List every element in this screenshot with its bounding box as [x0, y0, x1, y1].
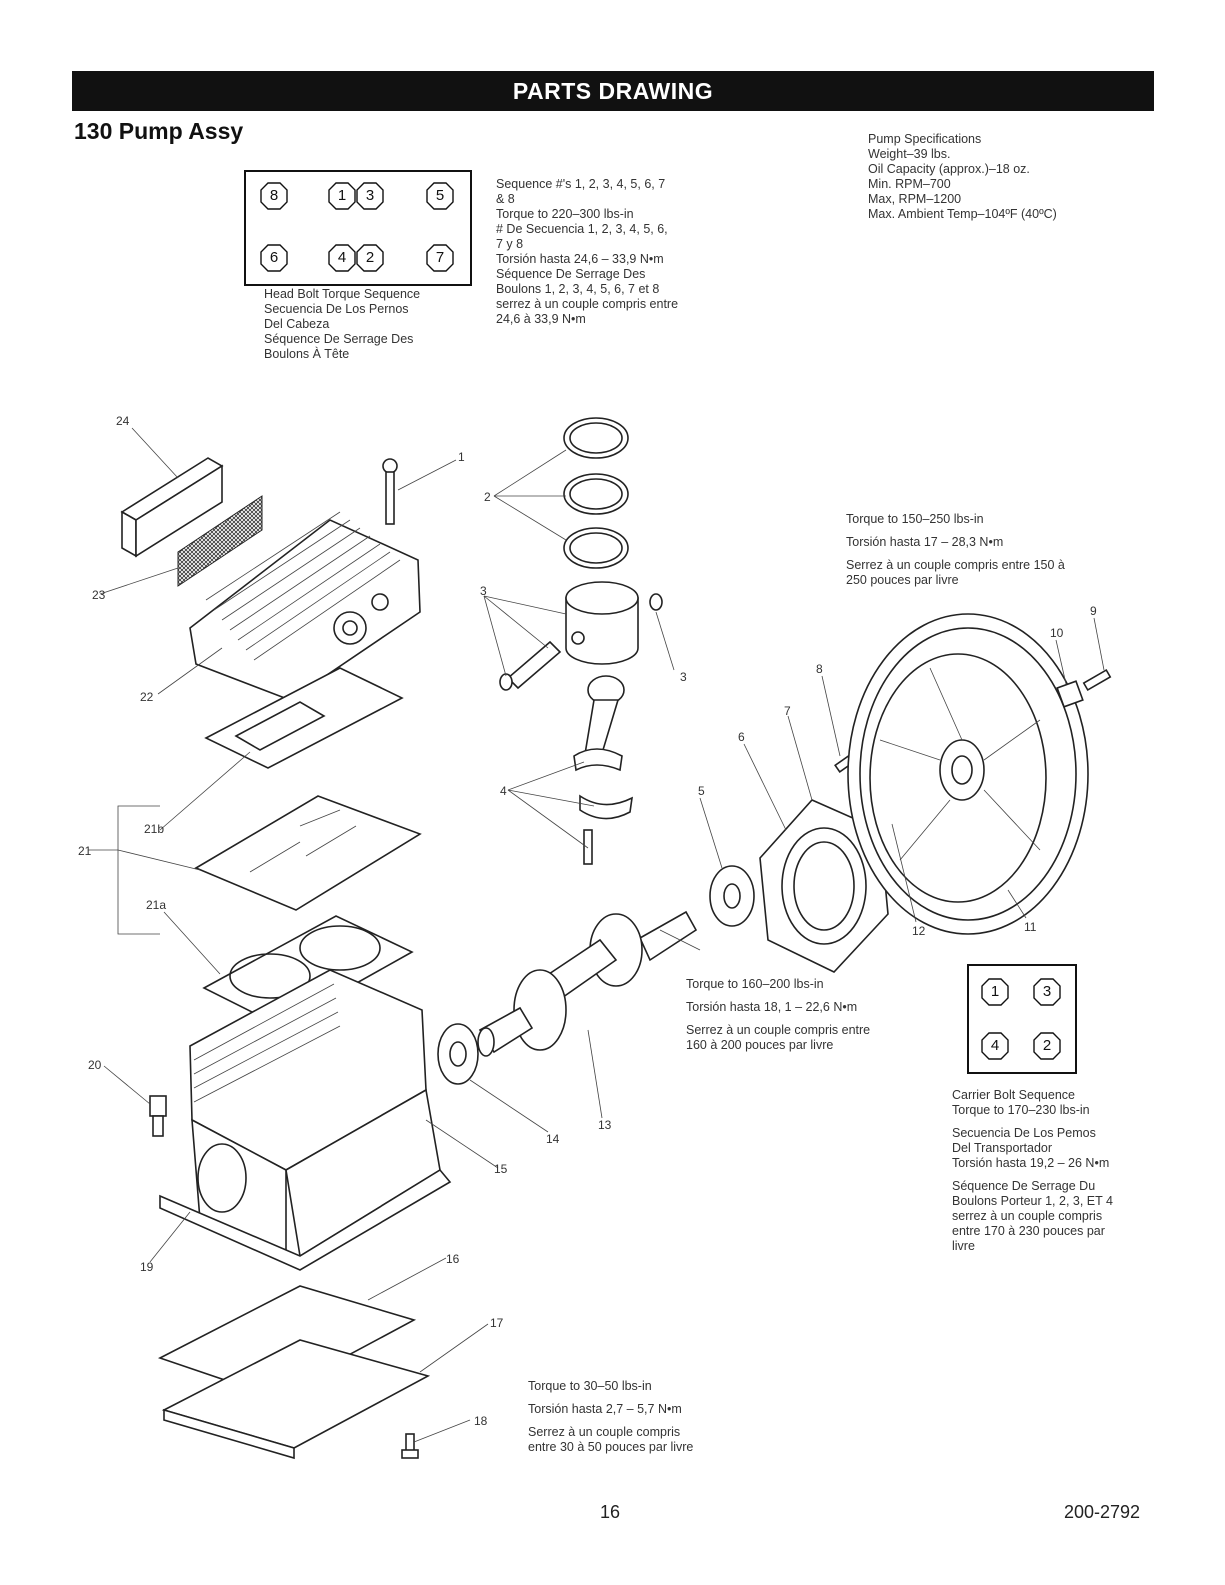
head-bolt-sequence-box: 8 1 3 5 6 4 2 7 — [244, 170, 472, 286]
callout-22: 22 — [140, 690, 154, 704]
callout-6: 6 — [738, 730, 745, 744]
callout-1: 1 — [458, 450, 465, 464]
flywheel-bolt-9-10 — [1056, 668, 1112, 708]
head-bolt-3: 3 — [356, 182, 384, 210]
bolt-18 — [401, 1433, 419, 1459]
page-title: 130 Pump Assy — [74, 118, 244, 144]
base-plate-17 — [161, 1339, 431, 1460]
callout-12: 12 — [912, 924, 926, 938]
callout-21: 21 — [78, 844, 92, 858]
carrier-bolt-sequence-box: 1 3 4 2 — [967, 964, 1077, 1074]
crankcase-15 — [159, 969, 452, 1271]
head-bolt-1 — [382, 458, 398, 525]
callout-21b: 21b — [144, 822, 165, 836]
flywheel-11 — [847, 613, 1089, 935]
callout-3a: 3 — [480, 584, 487, 598]
carrier-bolt-2: 2 — [1033, 1032, 1061, 1060]
carrier-bolt-3: 3 — [1033, 978, 1061, 1006]
callout-23: 23 — [92, 588, 106, 602]
callout-9: 9 — [1090, 604, 1097, 618]
callout-13: 13 — [598, 1118, 612, 1132]
callout-18: 18 — [474, 1414, 488, 1428]
document-number: 200-2792 — [1064, 1502, 1141, 1522]
callout-16: 16 — [446, 1252, 460, 1266]
leader-lines — [88, 427, 1105, 1443]
callout-8: 8 — [816, 662, 823, 676]
callout-11: 11 — [1024, 920, 1037, 934]
bracket-21 — [117, 805, 160, 935]
callout-15: 15 — [494, 1162, 508, 1176]
valve-plate-21b — [194, 795, 422, 911]
head-bolt-5: 5 — [426, 182, 454, 210]
carrier-bolt-text: Carrier Bolt Sequence Torque to 170–230 … — [952, 1088, 1113, 1253]
callout-10: 10 — [1050, 626, 1064, 640]
callout-14: 14 — [546, 1132, 560, 1146]
callout-17: 17 — [490, 1316, 504, 1330]
callout-5: 5 — [698, 784, 705, 798]
pump-specifications: Pump Specifications Weight–39 lbs. Oil C… — [868, 132, 1057, 221]
piston-3 — [499, 581, 663, 691]
callout-20: 20 — [88, 1058, 102, 1072]
filter-element-24 — [120, 457, 224, 558]
callout-24: 24 — [116, 414, 130, 428]
callout-4: 4 — [500, 784, 507, 798]
head-bolt-6: 6 — [260, 244, 288, 272]
head-bolt-caption: Head Bolt Torque Sequence Secuencia De L… — [264, 287, 421, 361]
valve-gasket-22 — [204, 667, 404, 769]
head-bolt-1: 1 — [328, 182, 356, 210]
carrier-bolt-4: 4 — [981, 1032, 1009, 1060]
page-number: 16 — [600, 1502, 621, 1522]
sequence-torque-text: Sequence #'s 1, 2, 3, 4, 5, 6, 7 & 8 Tor… — [496, 177, 679, 326]
head-bolt-2: 2 — [356, 244, 384, 272]
carrier-bolt-1: 1 — [981, 978, 1009, 1006]
bearing-14 — [437, 1023, 479, 1085]
sight-plug-20 — [149, 1095, 167, 1137]
callout-7: 7 — [784, 704, 791, 718]
section-banner: PARTS DRAWING — [72, 71, 1154, 111]
callout-21a: 21a — [146, 898, 167, 912]
filter-screen-23 — [177, 495, 263, 587]
piston-rings-2 — [563, 417, 629, 569]
crankshaft-13 — [477, 910, 698, 1057]
head-bolt-8: 8 — [260, 182, 288, 210]
exploded-pump-drawing — [88, 417, 1112, 1460]
connecting-rod-4 — [573, 675, 634, 865]
head-bolt-4: 4 — [328, 244, 356, 272]
cylinder-head-22 — [189, 511, 421, 701]
head-bolt-7: 7 — [426, 244, 454, 272]
bearing-5 — [709, 865, 755, 927]
callout-19: 19 — [140, 1260, 154, 1274]
callout-2: 2 — [484, 490, 491, 504]
callout-3b: 3 — [680, 670, 687, 684]
